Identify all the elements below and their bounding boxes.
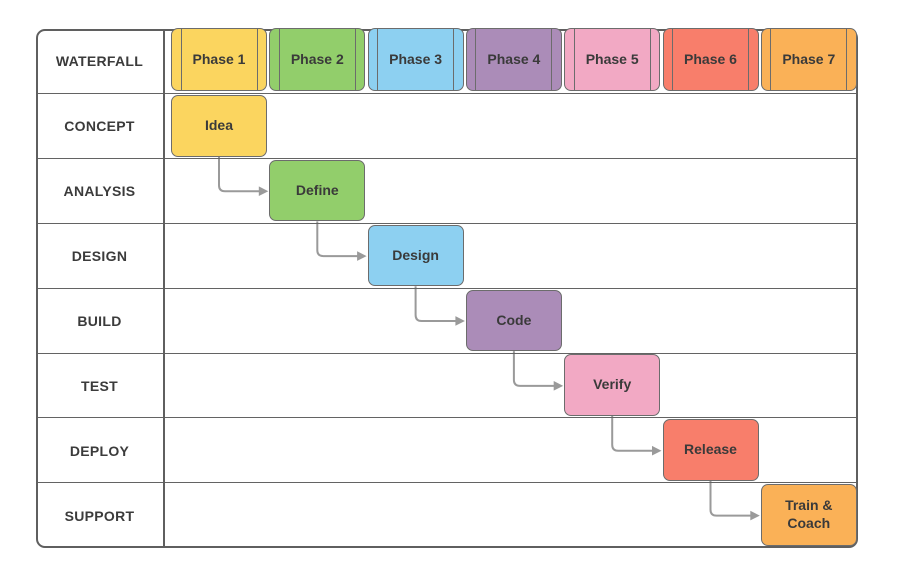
phase-label: Phase 5 [585, 50, 639, 67]
row-header-cell: TEST [38, 353, 161, 418]
row-header-cell-waterfall: WATERFALL [38, 29, 161, 94]
phase-shape: Phase 6 [662, 28, 759, 92]
row-header-cell: DESIGN [38, 224, 161, 289]
phase-left-bar [672, 29, 673, 91]
row-header-cell: SUPPORT [38, 483, 161, 548]
phase-shape: Phase 2 [269, 28, 366, 92]
phase-right-bar [846, 29, 848, 91]
row-label: DESIGN [71, 248, 128, 265]
task-label: Design [392, 246, 439, 263]
task-shape: Verify [564, 354, 661, 417]
row-divider-line [38, 287, 856, 289]
phase-right-bar [256, 29, 258, 91]
row-header-cell: ANALYSIS [38, 159, 161, 224]
row-label: BUILD [77, 312, 122, 329]
task-shape: Code [465, 289, 562, 352]
task-shape: Release [662, 419, 759, 481]
row-divider-line [38, 222, 856, 224]
phase-right-bar [551, 29, 553, 91]
phase-label: Phase 7 [782, 50, 836, 67]
row-label: SUPPORT [64, 507, 135, 524]
task-label: Idea [204, 116, 233, 133]
row-label: DEPLOY [69, 442, 130, 459]
phase-left-bar [475, 29, 477, 91]
phase-left-bar [377, 29, 379, 91]
phase-right-bar [354, 29, 356, 91]
task-label: Release [684, 441, 737, 458]
row-header-cell: BUILD [38, 289, 161, 354]
task-shape: Design [367, 224, 464, 287]
phase-shape: Phase 5 [564, 28, 661, 92]
phase-right-bar [748, 29, 749, 91]
phase-left-bar [278, 29, 280, 91]
row-header-cell: DEPLOY [38, 418, 161, 483]
phase-shape: Phase 1 [171, 28, 267, 92]
row-label: ANALYSIS [63, 183, 136, 200]
phase-label: Phase 2 [290, 50, 344, 67]
row-header-cell: CONCEPT [38, 94, 161, 159]
task-shape: Define [269, 159, 366, 222]
row-divider-line [38, 417, 856, 419]
row-divider-line [38, 157, 856, 159]
row-label: CONCEPT [64, 118, 135, 135]
row-divider-line [38, 352, 856, 354]
phase-right-bar [649, 29, 651, 91]
phase-label: Phase 1 [192, 50, 246, 67]
label-column-divider [163, 30, 165, 547]
row-label: TEST [81, 377, 118, 394]
row-divider-line [38, 482, 856, 484]
phase-left-bar [180, 29, 182, 91]
phase-left-bar [573, 29, 575, 91]
task-label: Train & Coach [785, 497, 833, 531]
task-label: Verify [593, 376, 632, 393]
task-label: Define [295, 181, 339, 198]
task-shape: Train & Coach [760, 484, 857, 546]
phase-label: Phase 4 [487, 50, 541, 67]
row-label: WATERFALL [55, 53, 144, 70]
task-shape: Idea [171, 94, 267, 157]
phase-label: Phase 3 [389, 50, 443, 67]
phase-shape: Phase 7 [760, 28, 857, 92]
phase-left-bar [770, 29, 772, 91]
task-label: Code [496, 311, 532, 328]
phase-label: Phase 6 [684, 50, 737, 67]
phase-shape: Phase 3 [367, 28, 464, 92]
row-divider-line [38, 93, 856, 95]
phase-right-bar [453, 29, 455, 91]
phase-shape: Phase 4 [465, 28, 562, 92]
